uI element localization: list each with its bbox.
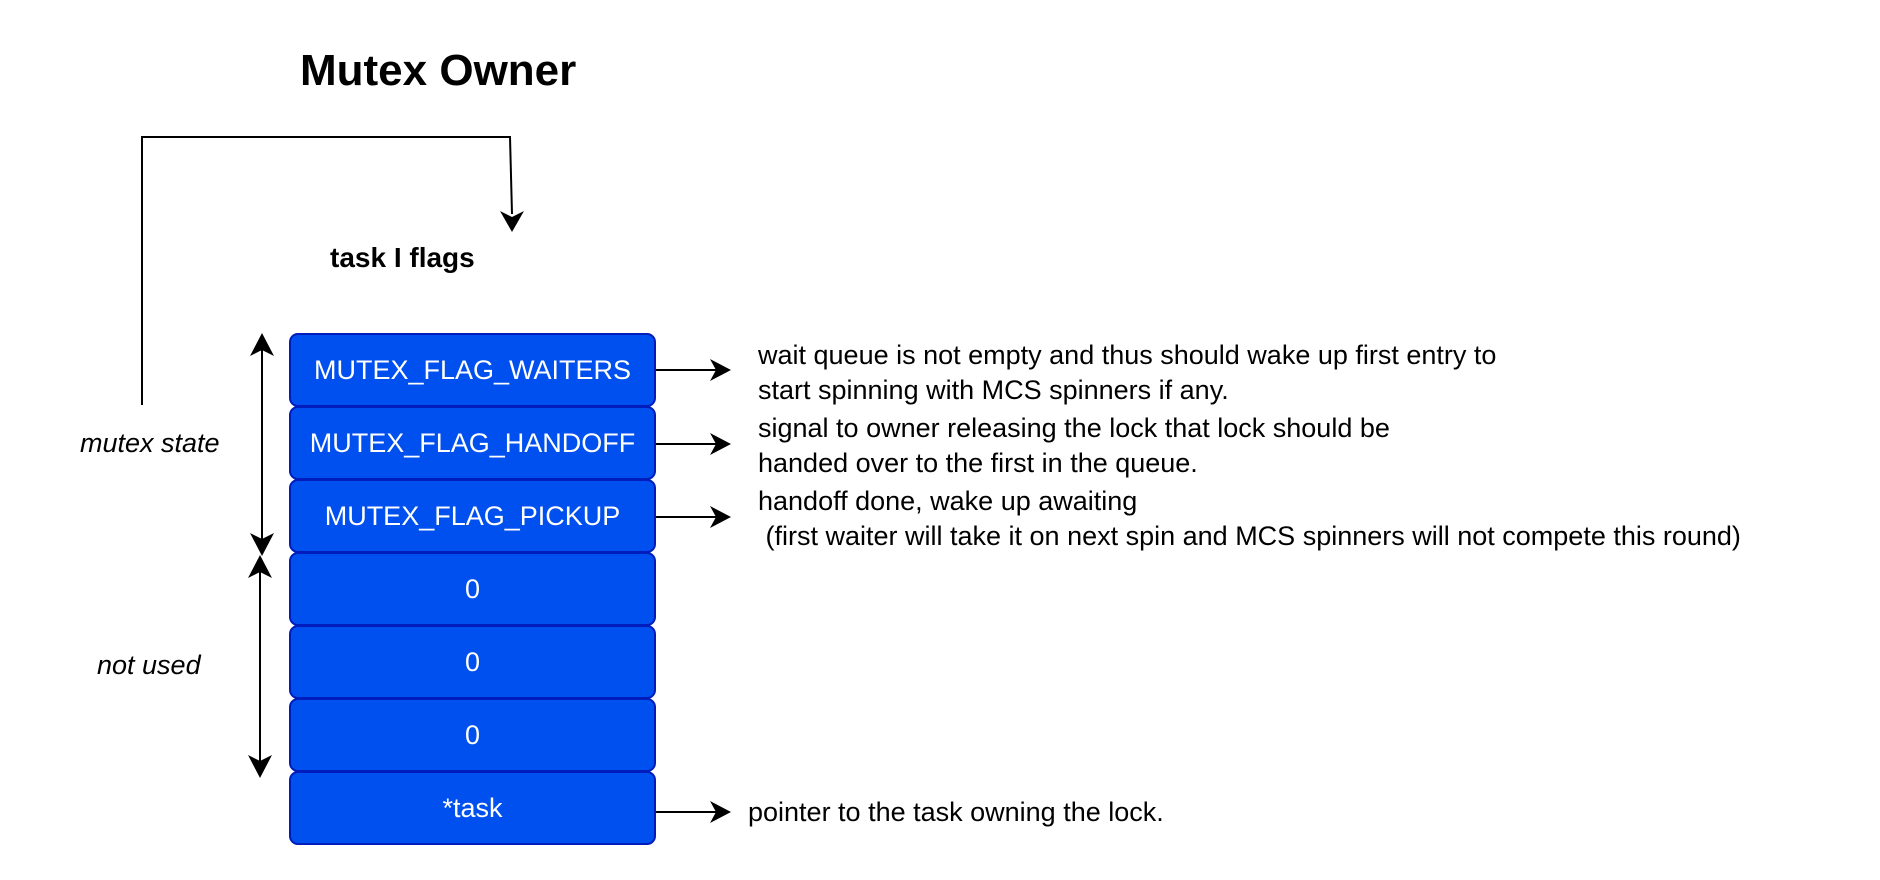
handoff-description: signal to owner releasing the lock that … bbox=[758, 413, 1390, 478]
cell-mutex-flag-waiters: MUTEX_FLAG_WAITERS bbox=[289, 333, 656, 407]
task-arrowhead bbox=[710, 801, 731, 823]
cell-mutex-flag-handoff: MUTEX_FLAG_HANDOFF bbox=[289, 406, 656, 480]
diagram-title: Mutex Owner bbox=[300, 46, 577, 95]
task-description: pointer to the task owning the lock. bbox=[748, 797, 1164, 827]
bracket-arrowhead bbox=[500, 211, 524, 232]
diagram-subtitle: task I flags bbox=[330, 242, 475, 273]
pickup-description: handoff done, wake up awaiting (first wa… bbox=[758, 486, 1741, 551]
handoff-arrowhead bbox=[710, 433, 731, 455]
cell-mutex-flag-pickup: MUTEX_FLAG_PICKUP bbox=[289, 479, 656, 553]
not-used-arrow-down bbox=[248, 755, 272, 778]
cell-unused-bit-3: 0 bbox=[289, 698, 656, 772]
bracket-connector bbox=[141, 136, 513, 405]
mutex-state-arrow-down bbox=[250, 533, 274, 556]
cell-unused-bit-2: 0 bbox=[289, 625, 656, 699]
mutex-owner-field-stack: MUTEX_FLAG_WAITERS MUTEX_FLAG_HANDOFF MU… bbox=[289, 333, 656, 845]
not-used-arrow-up bbox=[248, 555, 272, 578]
pickup-arrowhead bbox=[710, 506, 731, 528]
mutex-state-arrow-up bbox=[250, 333, 274, 356]
waiters-description: wait queue is not empty and thus should … bbox=[758, 340, 1497, 405]
mutex-state-label: mutex state bbox=[80, 428, 220, 458]
waiters-arrowhead bbox=[710, 359, 731, 381]
cell-unused-bit-1: 0 bbox=[289, 552, 656, 626]
cell-task-pointer: *task bbox=[289, 771, 656, 845]
not-used-label: not used bbox=[97, 650, 201, 680]
